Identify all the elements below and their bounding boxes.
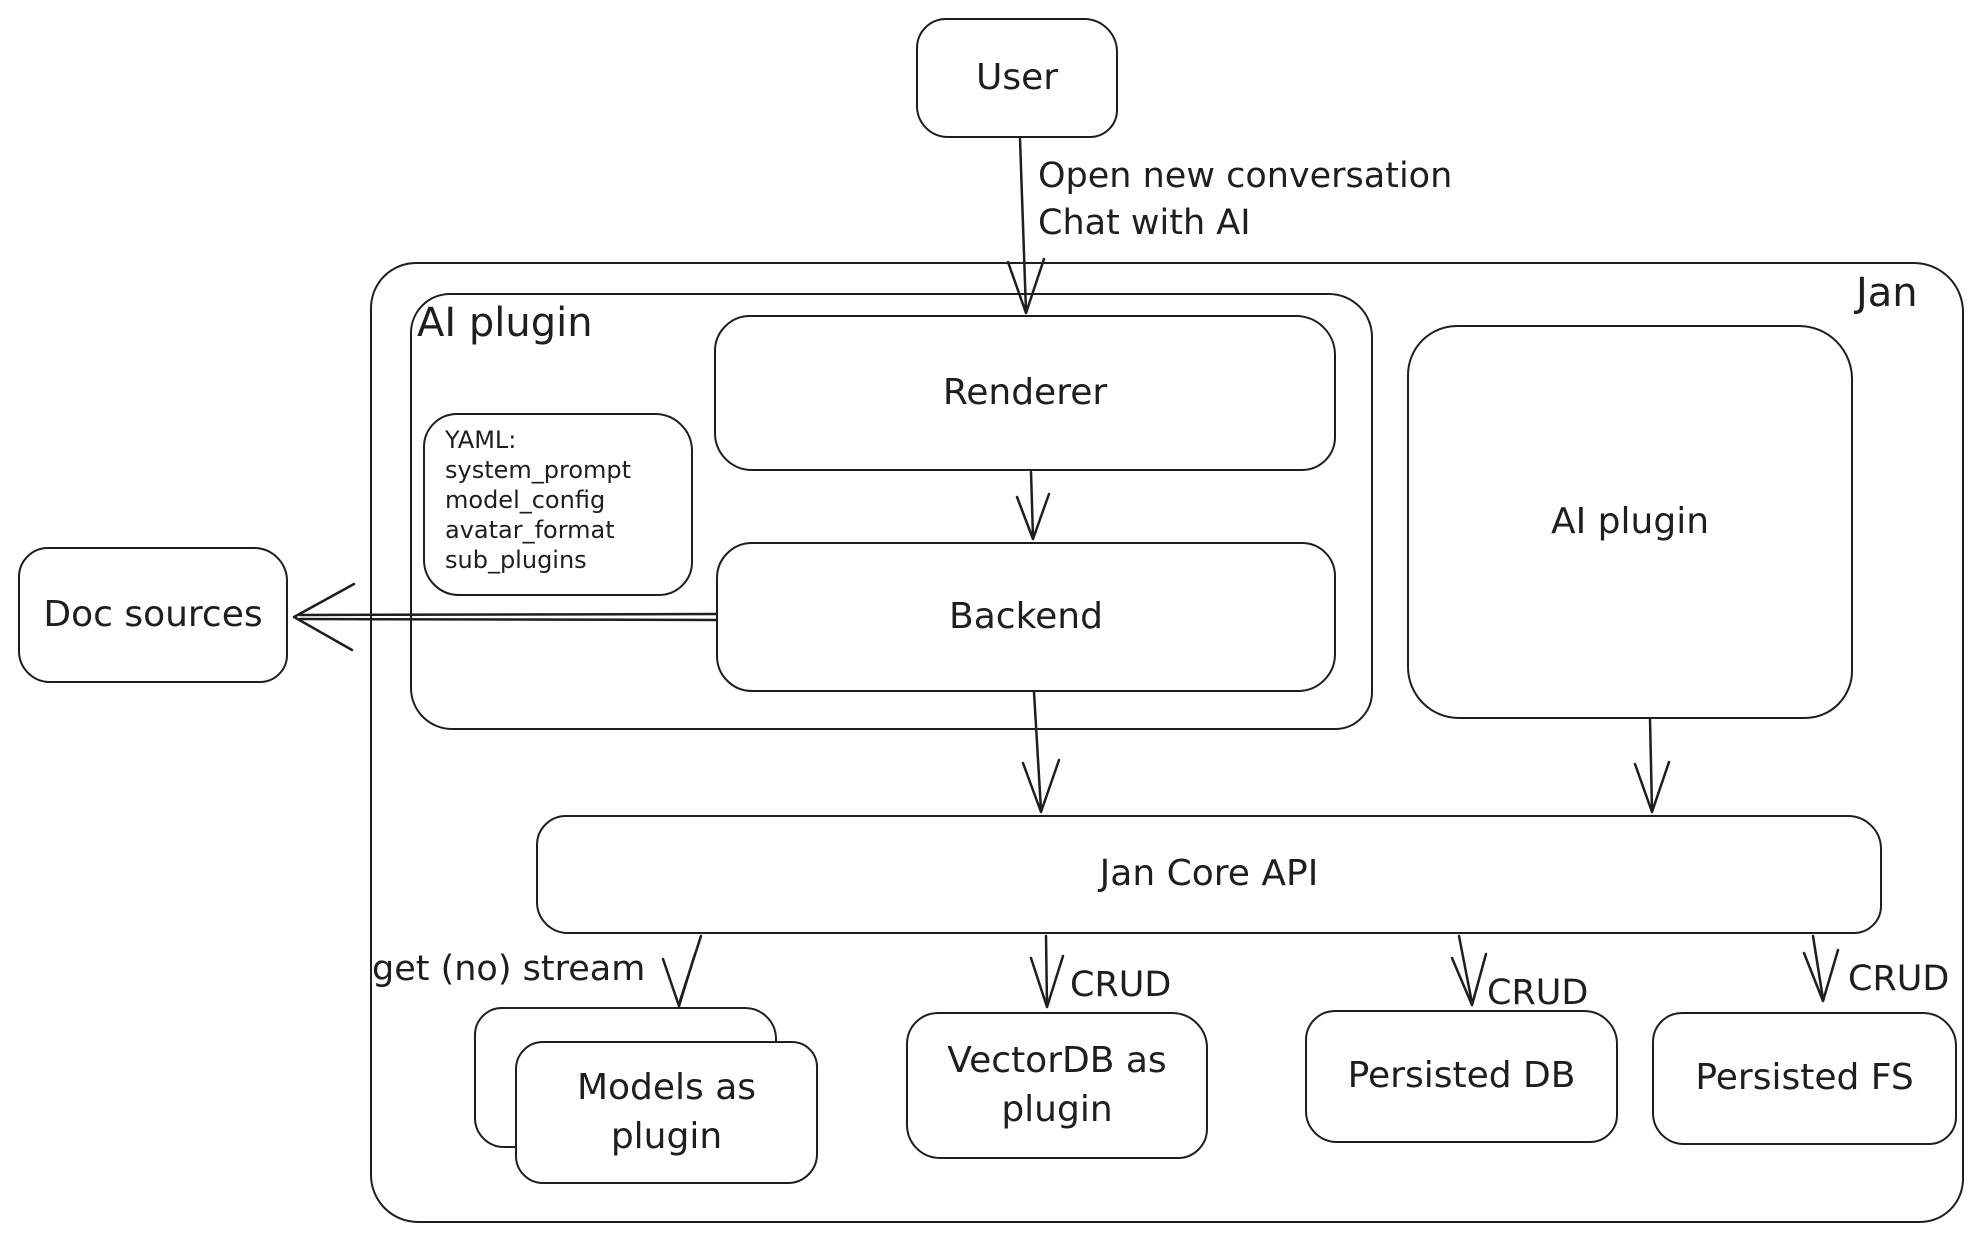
models-as-plugin-label: Models as plugin	[576, 1066, 757, 1157]
ai-plugin-group-box	[410, 293, 1373, 730]
edge-label-user-action: Open new conversation Chat with AI	[1038, 153, 1452, 247]
edge-label-crud-vectordb: CRUD	[1070, 965, 1172, 1005]
user-node-label: User	[975, 56, 1059, 98]
jan-core-api-label: Jan Core API	[1099, 853, 1319, 895]
yaml-config-note: YAML: system_prompt model_config avatar_…	[423, 413, 693, 596]
yaml-note-line: model_config	[445, 486, 606, 514]
user-node: User	[916, 18, 1118, 138]
backend-node-label: Backend	[949, 595, 1103, 637]
models-as-plugin-node: Models as plugin	[515, 1041, 818, 1184]
yaml-note-line: avatar_format	[445, 516, 615, 544]
persisted-fs-node: Persisted FS	[1652, 1012, 1957, 1145]
persisted-fs-label: Persisted FS	[1695, 1057, 1914, 1099]
yaml-note-line: system_prompt	[445, 456, 632, 484]
doc-sources-label: Doc sources	[43, 593, 263, 635]
edge-label-crud-persisted-db: CRUD	[1487, 973, 1589, 1013]
edge-label-chat-with-ai: Chat with AI	[1038, 203, 1251, 243]
renderer-node: Renderer	[714, 315, 1336, 471]
ai-plugin-group-label: AI plugin	[417, 300, 593, 346]
ai-plugin-node: AI plugin	[1407, 325, 1853, 719]
persisted-db-node: Persisted DB	[1305, 1010, 1618, 1143]
jan-container-box	[370, 262, 1964, 1223]
backend-node: Backend	[716, 542, 1336, 692]
vectordb-as-plugin-label: VectorDB as plugin	[947, 1039, 1167, 1130]
vectordb-as-plugin-node: VectorDB as plugin	[906, 1012, 1208, 1159]
jan-core-api-node: Jan Core API	[536, 815, 1882, 934]
ai-plugin-node-label: AI plugin	[1550, 500, 1710, 542]
edge-label-open-conversation: Open new conversation	[1038, 156, 1453, 196]
yaml-note-line: YAML:	[445, 426, 517, 454]
renderer-node-label: Renderer	[942, 371, 1108, 413]
doc-sources-node: Doc sources	[18, 547, 288, 683]
edge-label-get-no-stream: get (no) stream	[372, 949, 646, 989]
jan-container-label: Jan	[1856, 270, 1918, 316]
edge-label-crud-persisted-fs: CRUD	[1848, 959, 1950, 999]
yaml-note-line: sub_plugins	[445, 546, 587, 574]
persisted-db-label: Persisted DB	[1347, 1055, 1576, 1097]
